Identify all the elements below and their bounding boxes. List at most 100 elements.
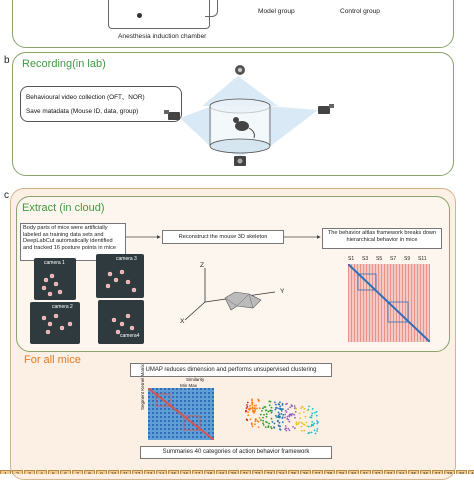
umap-point [295,407,297,410]
panel-c-letter: c [4,190,9,201]
category-cell: 11 [120,470,131,474]
umap-point [248,407,251,410]
category-cell: 17 [192,470,203,474]
recording-line-2: Save matadata (Mouse ID, data, group) [26,108,139,115]
umap-point [268,404,271,407]
top-camera-beam [202,76,278,106]
umap-point [270,417,273,420]
umap-point [267,426,269,429]
umap-point [290,404,293,407]
category-cell: 5 [48,470,59,474]
umap-point [276,416,278,418]
camera-4-photo: camera4 [98,300,144,344]
right-camera-beam [268,106,318,148]
category-cell: 8 [84,470,95,474]
category-cell: 35 [408,470,419,474]
umap-point [274,408,277,411]
umap-point [288,420,291,423]
umap-point [314,411,316,414]
umap-point [251,410,254,413]
umap-point [298,421,300,424]
umap-point [294,416,296,419]
category-cell: 31 [360,470,371,474]
recording-info-box: Behavioural video collection (OFT、NOR) S… [20,86,182,122]
umap-point [245,409,247,412]
umap-point [275,403,277,406]
umap-point [294,427,296,430]
umap-point [257,420,260,423]
umap-point [302,411,305,413]
umap-point [297,422,300,425]
umap-point [258,417,261,419]
umap-point [254,420,257,423]
umap-point [249,418,252,421]
umap-point [279,408,282,411]
umap-point [270,411,273,414]
umap-point [303,407,306,410]
umap-point [265,421,267,423]
umap-point [293,413,296,416]
umap-point [274,401,276,404]
summary-box: Summaries 40 categories of action behavi… [140,446,332,459]
category-cell: 32 [372,470,383,474]
umap-point [246,401,249,404]
umap-point [251,406,254,409]
umap-point [316,422,319,425]
category-cell: 13 [144,470,155,474]
camera-2-label: camera 2 [52,304,73,310]
panel-b [12,52,454,176]
umap-point [281,408,283,411]
matrix-label-s11: S11 [418,256,427,262]
umap-point [300,407,302,410]
umap-point [256,407,258,410]
umap-point [278,407,280,410]
umap-point [247,411,249,414]
skeleton-3d-plot [184,268,276,321]
umap-point [299,417,302,420]
umap-point [292,426,294,428]
category-cell: 39 [456,470,467,474]
category-cell: 33 [384,470,395,474]
recording-line-1: Behavioural video collection (OFT、NOR) [26,94,145,101]
umap-point [276,407,278,409]
umap-point [251,403,254,406]
category-cell: 12 [132,470,143,474]
umap-point [295,421,298,424]
umap-point [246,419,249,422]
umap-point [280,413,283,415]
umap-point [302,423,305,426]
category-cell: 28 [324,470,335,474]
category-cell: 15 [168,470,179,474]
umap-point [269,409,272,412]
umap-point [317,421,319,424]
umap-point [295,423,298,425]
left-camera-icon [164,110,180,120]
umap-point [316,420,318,422]
umap-point [251,425,254,428]
category-cell: 1 [0,470,11,474]
umap-point [277,416,280,419]
umap-point [255,404,257,407]
umap-point [287,418,290,421]
chamber-label: Anesthesia induction chamber [118,33,207,40]
umap-point [279,401,281,404]
category-cell: 26 [300,470,311,474]
umap-point [311,412,314,415]
umap-point [280,410,283,412]
category-cell: 38 [444,470,455,474]
umap-point [309,416,312,419]
umap-point [251,399,253,402]
umap-scatter [245,398,319,435]
umap-point [315,414,318,417]
umap-point [264,426,267,428]
category-cell: 29 [336,470,347,474]
heatmap-top-label: Similarity [186,377,205,382]
step-arrows [126,235,321,239]
behavior-atlas-matrix [348,264,430,342]
umap-point [262,422,264,425]
recording-arena-illustration [164,65,334,166]
umap-point [293,405,296,407]
umap-point [311,421,314,423]
category-cell: 30 [348,470,359,474]
umap-point [253,407,256,410]
